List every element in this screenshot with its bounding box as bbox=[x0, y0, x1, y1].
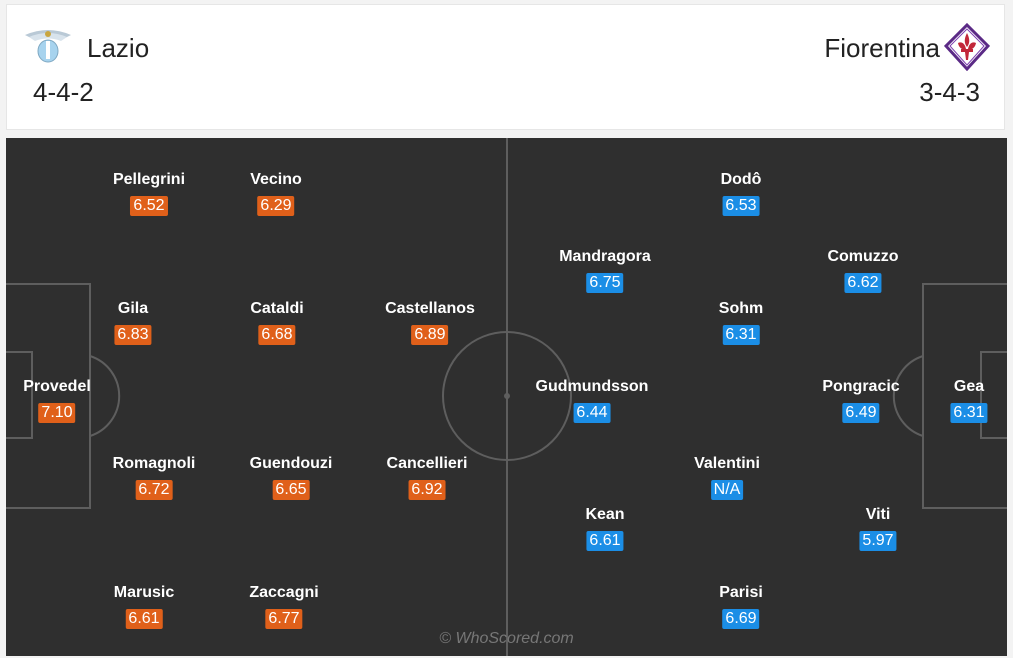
away-player[interactable]: Mandragora 6.75 bbox=[559, 247, 651, 293]
away-player[interactable]: Comuzzo 6.62 bbox=[827, 247, 899, 293]
player-rating: 6.65 bbox=[272, 480, 310, 500]
player-name: Romagnoli bbox=[112, 455, 196, 472]
player-rating: 6.72 bbox=[135, 480, 173, 500]
watermark: © WhoScored.com bbox=[439, 630, 574, 647]
away-team-name[interactable]: Fiorentina bbox=[824, 33, 940, 63]
player-rating: 7.10 bbox=[38, 403, 76, 423]
player-rating: 6.52 bbox=[130, 196, 168, 216]
player-rating: 6.29 bbox=[257, 196, 295, 216]
player-name: Sohm bbox=[718, 300, 764, 317]
home-player[interactable]: Romagnoli 6.72 bbox=[112, 454, 196, 500]
home-formation: 4-4-2 bbox=[33, 77, 94, 107]
home-player[interactable]: Cataldi 6.68 bbox=[250, 299, 304, 345]
away-player[interactable]: Pongracic 6.49 bbox=[822, 377, 900, 423]
player-rating: 6.75 bbox=[586, 273, 624, 293]
player-rating: 6.77 bbox=[265, 609, 303, 629]
away-player[interactable]: Sohm 6.31 bbox=[719, 299, 763, 345]
home-player[interactable]: Zaccagni 6.77 bbox=[249, 583, 319, 629]
fiorentina-fleur-de-lis-crest-icon bbox=[943, 22, 991, 76]
player-name: Gudmundsson bbox=[535, 378, 649, 395]
player-rating: 5.97 bbox=[859, 531, 897, 551]
player-name: Provedel bbox=[23, 378, 91, 395]
player-rating: 6.68 bbox=[258, 325, 296, 345]
pitch-markings bbox=[6, 138, 1007, 656]
player-name: Guendouzi bbox=[249, 455, 333, 472]
player-rating: 6.49 bbox=[842, 403, 880, 423]
home-team-name[interactable]: Lazio bbox=[87, 33, 150, 63]
player-name: Pongracic bbox=[822, 378, 900, 395]
player-rating: 6.31 bbox=[722, 325, 760, 345]
player-name: Valentini bbox=[694, 455, 760, 472]
player-name: Comuzzo bbox=[827, 248, 899, 265]
player-name: Dodô bbox=[720, 171, 762, 188]
away-player[interactable]: Parisi 6.69 bbox=[719, 583, 763, 629]
home-player[interactable]: Provedel 7.10 bbox=[23, 377, 91, 423]
player-rating: 6.44 bbox=[573, 403, 611, 423]
player-name: Parisi bbox=[719, 584, 763, 601]
away-player[interactable]: Viti 5.97 bbox=[859, 505, 897, 551]
player-rating: 6.83 bbox=[114, 325, 152, 345]
player-rating: 6.62 bbox=[844, 273, 882, 293]
player-rating: N/A bbox=[710, 480, 744, 500]
away-player[interactable]: Dodô 6.53 bbox=[720, 170, 762, 216]
player-name: Cancellieri bbox=[386, 455, 468, 472]
lazio-eagle-crest-icon bbox=[23, 23, 73, 72]
player-rating: 6.61 bbox=[586, 531, 624, 551]
player-name: Castellanos bbox=[385, 300, 475, 317]
player-name: Gea bbox=[953, 378, 985, 395]
home-player[interactable]: Marusic 6.61 bbox=[114, 583, 174, 629]
player-rating: 6.61 bbox=[125, 609, 163, 629]
player-name: Mandragora bbox=[559, 248, 651, 265]
player-name: Kean bbox=[585, 506, 625, 523]
player-name: Marusic bbox=[113, 584, 175, 601]
away-player[interactable]: Gea 6.31 bbox=[950, 377, 988, 423]
home-player[interactable]: Pellegrini 6.52 bbox=[113, 170, 185, 216]
home-player[interactable]: Castellanos 6.89 bbox=[385, 299, 475, 345]
away-player[interactable]: Valentini N/A bbox=[694, 454, 760, 500]
player-name: Cataldi bbox=[250, 300, 304, 317]
home-player[interactable]: Vecino 6.29 bbox=[250, 170, 302, 216]
pitch: Pellegrini 6.52 Vecino 6.29 Gila 6.83 Ca… bbox=[6, 138, 1007, 656]
player-name: Viti bbox=[865, 506, 891, 523]
home-player[interactable]: Guendouzi 6.65 bbox=[249, 454, 333, 500]
player-rating: 6.31 bbox=[950, 403, 988, 423]
away-player[interactable]: Gudmundsson 6.44 bbox=[535, 377, 649, 423]
player-name: Gila bbox=[117, 300, 149, 317]
away-player[interactable]: Kean 6.61 bbox=[585, 505, 625, 551]
player-name: Zaccagni bbox=[249, 584, 319, 601]
home-player[interactable]: Gila 6.83 bbox=[114, 299, 152, 345]
player-rating: 6.89 bbox=[411, 325, 449, 345]
player-rating: 6.53 bbox=[722, 196, 760, 216]
away-formation: 3-4-3 bbox=[919, 77, 980, 107]
player-rating: 6.92 bbox=[408, 480, 446, 500]
player-name: Vecino bbox=[250, 171, 302, 188]
player-name: Pellegrini bbox=[112, 171, 186, 188]
home-player[interactable]: Cancellieri 6.92 bbox=[386, 454, 468, 500]
match-header: Lazio 4-4-2 Fiorentina 3-4-3 bbox=[6, 4, 1005, 130]
player-rating: 6.69 bbox=[722, 609, 760, 629]
